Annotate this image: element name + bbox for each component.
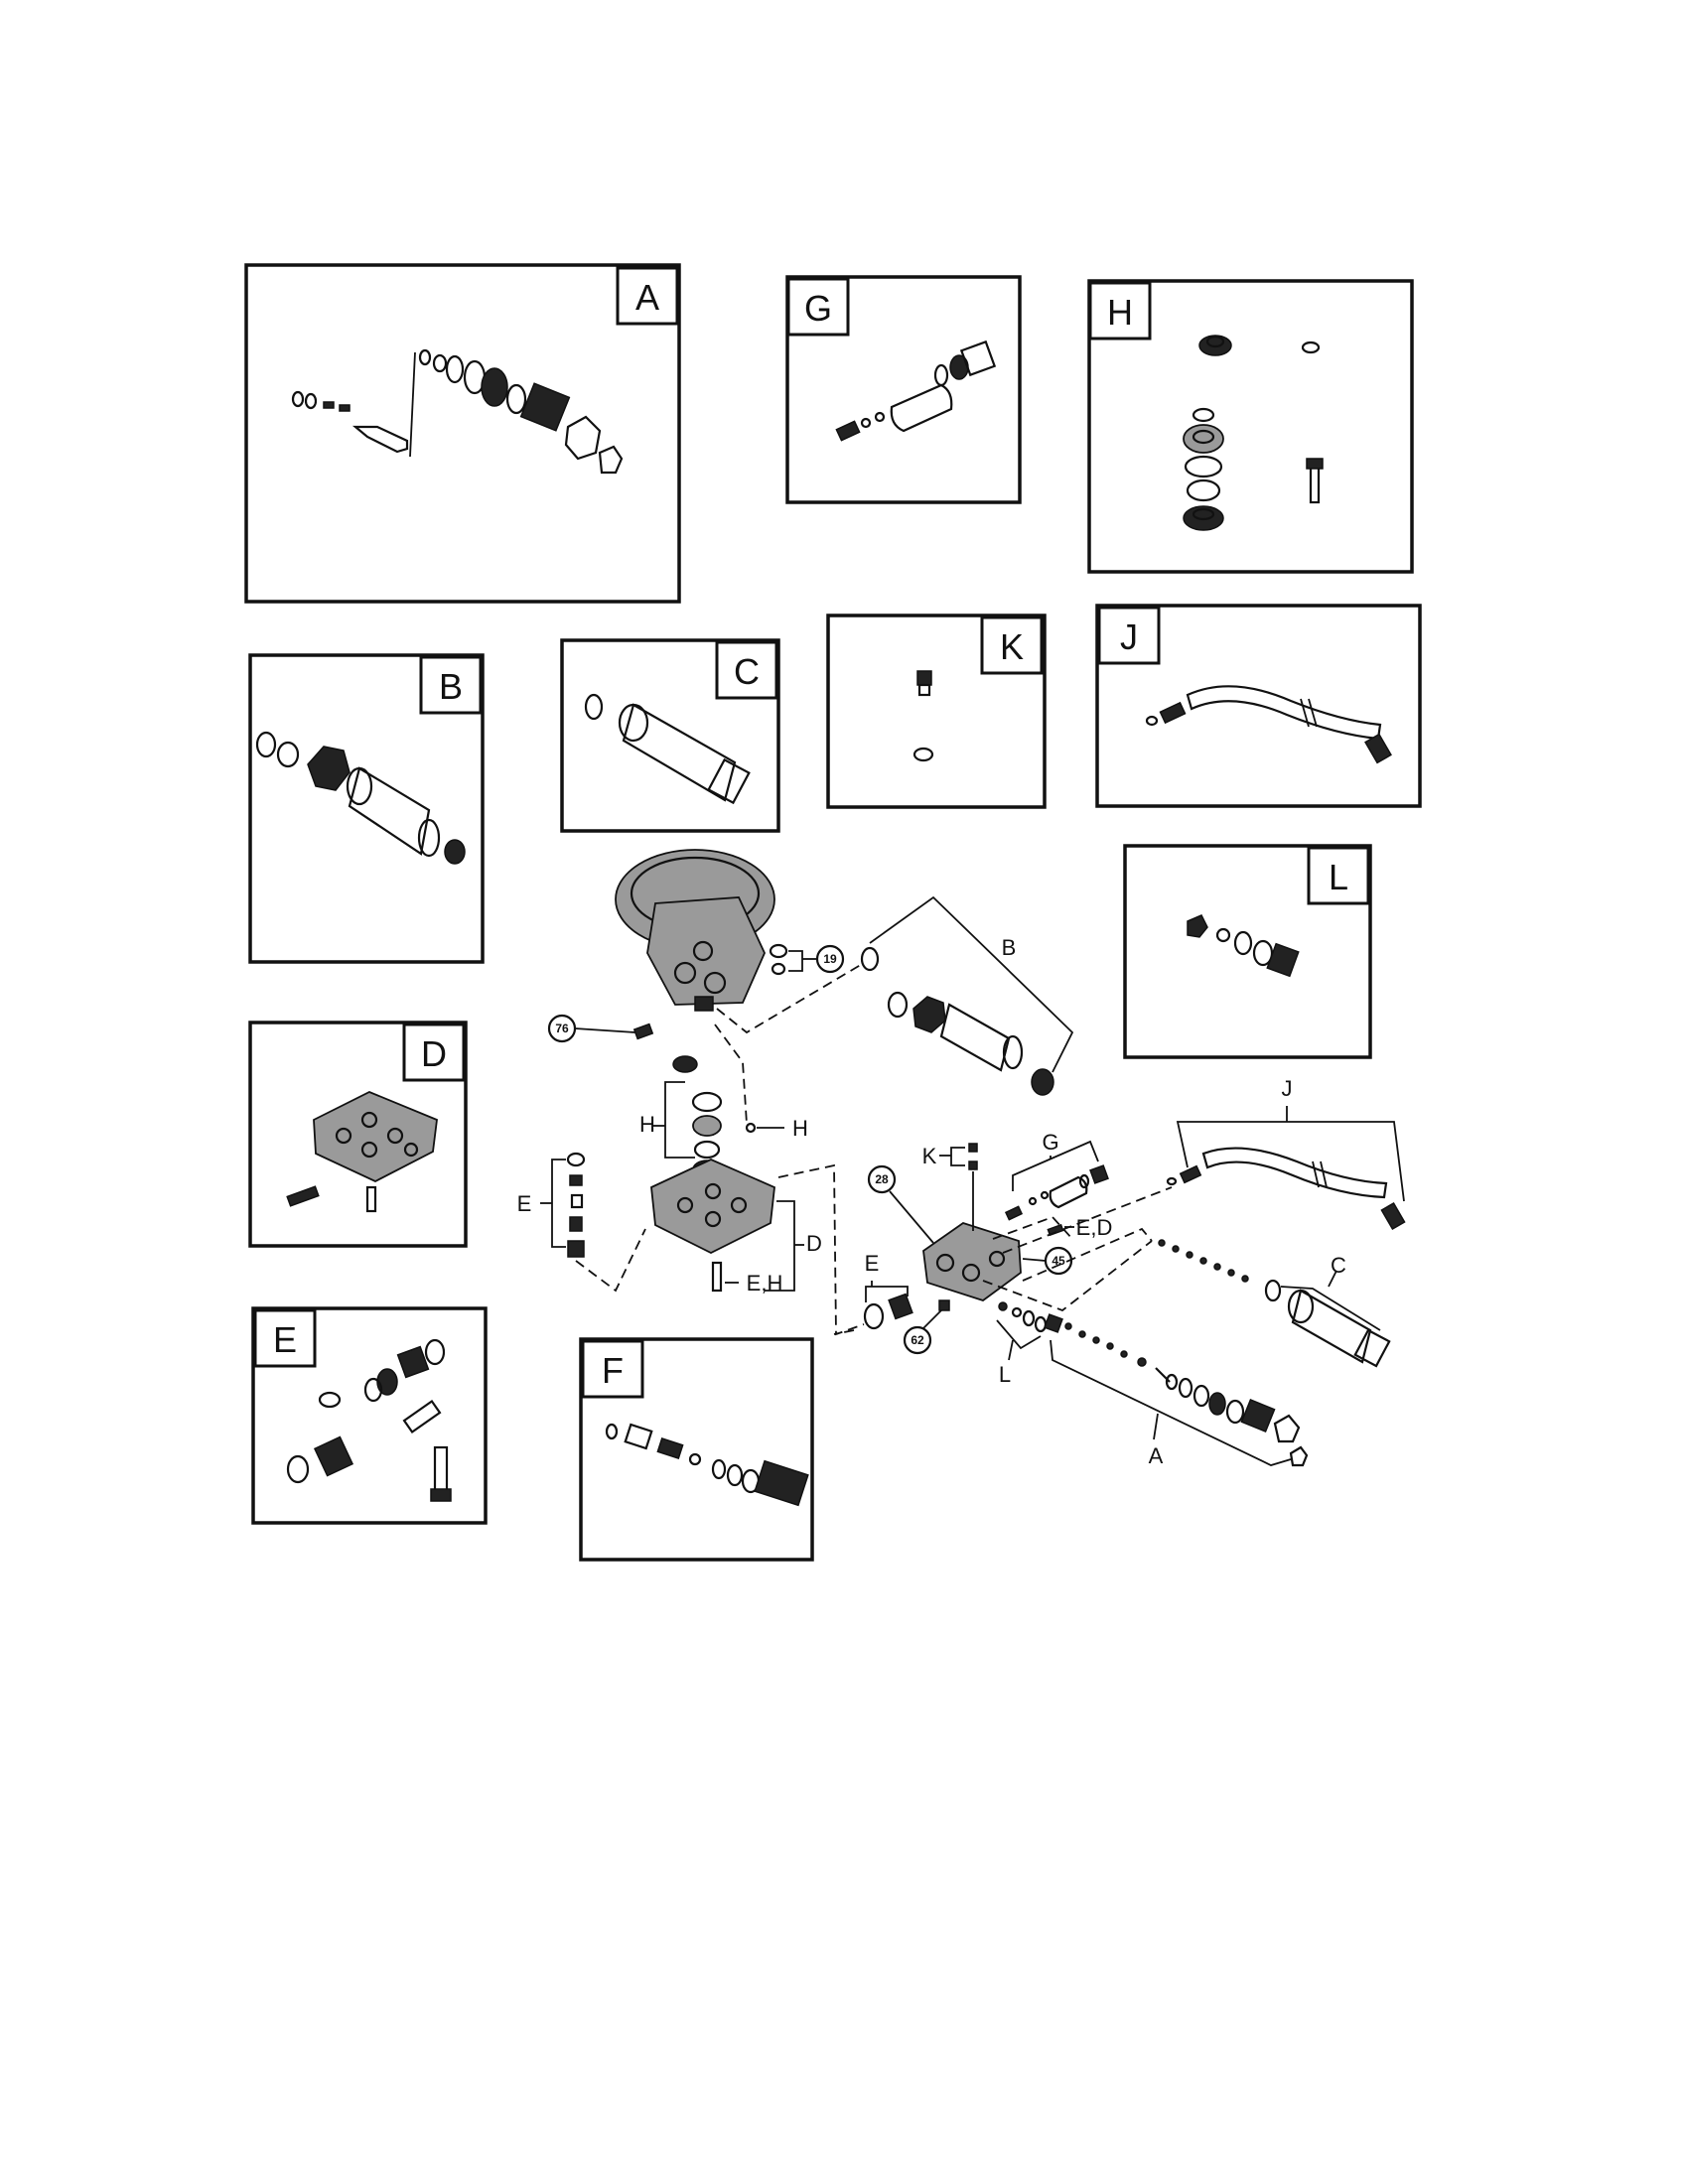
panel-h-tag xyxy=(1088,281,1152,341)
panel-f: F xyxy=(579,1337,814,1562)
panel-c-tag xyxy=(715,640,778,700)
part-19-circle xyxy=(815,944,845,974)
exploded-assembly: 19 76 B H xyxy=(517,849,1406,1468)
panel-f-letter: F xyxy=(602,1350,624,1391)
callout-e-left-group: E xyxy=(517,1152,646,1293)
callout-b-group: B xyxy=(716,895,1074,1096)
callout-c-group: C xyxy=(1022,1227,1391,1368)
panel-g-parts xyxy=(835,340,997,442)
callout-eh: E,H xyxy=(747,1271,783,1296)
panel-b-letter: B xyxy=(439,666,463,707)
part-45-number: 45 xyxy=(1052,1254,1065,1268)
panel-l-tag xyxy=(1307,846,1370,905)
part-62-number: 62 xyxy=(911,1333,924,1347)
panel-j-letter: J xyxy=(1120,616,1138,657)
panel-j-tag xyxy=(1097,606,1161,665)
panel-c-letter: C xyxy=(734,651,760,692)
callout-a: A xyxy=(1149,1443,1164,1468)
callout-g: G xyxy=(1042,1130,1058,1155)
callout-h-left: H xyxy=(639,1112,655,1137)
part-28-circle xyxy=(867,1164,897,1194)
callout-k: K xyxy=(922,1144,937,1168)
panel-l-parts xyxy=(1187,914,1300,978)
callout-j: J xyxy=(1282,1076,1293,1101)
panel-j: J xyxy=(1095,604,1422,808)
panel-e-parts xyxy=(286,1338,452,1502)
panel-a-tag xyxy=(616,266,679,326)
panel-b-parts xyxy=(255,731,466,865)
callout-b: B xyxy=(1002,935,1017,960)
panel-k-parts xyxy=(912,670,934,762)
callout-d: D xyxy=(806,1231,822,1256)
callout-g-group: G xyxy=(992,1130,1109,1240)
panel-a-letter: A xyxy=(635,277,659,318)
panel-c-parts xyxy=(584,693,751,805)
part-19-number: 19 xyxy=(823,952,837,966)
panel-l-letter: L xyxy=(1329,857,1348,897)
panel-b: B xyxy=(248,653,485,964)
callout-e-right-group: E xyxy=(863,1251,913,1330)
callout-h-right: H xyxy=(792,1116,808,1141)
callout-a-group: A xyxy=(982,1240,1309,1468)
panel-g-letter: G xyxy=(804,288,832,329)
panel-k: K xyxy=(826,614,1047,809)
callout-ed-group: E,D xyxy=(1047,1215,1113,1240)
panel-e-tag xyxy=(253,1308,317,1368)
panel-b-tag xyxy=(419,655,483,715)
panel-e-letter: E xyxy=(273,1319,297,1360)
panel-k-letter: K xyxy=(1000,626,1024,667)
panel-c: C xyxy=(560,638,780,833)
panel-d-parts xyxy=(286,1091,438,1213)
panel-a-parts xyxy=(291,348,624,475)
callout-l: L xyxy=(999,1362,1011,1387)
panel-d-letter: D xyxy=(421,1033,447,1074)
part-19: 19 xyxy=(769,943,845,976)
part-76: 76 xyxy=(547,1014,654,1043)
panel-a-border xyxy=(244,263,681,604)
callout-l-group: L xyxy=(996,1301,1063,1387)
panel-j-parts xyxy=(1145,685,1392,764)
callout-h-group: H H xyxy=(639,1024,808,1179)
pump-housing xyxy=(615,849,775,1012)
panel-l: L xyxy=(1123,844,1372,1059)
panel-d-tag xyxy=(402,1023,466,1082)
part-28-number: 28 xyxy=(875,1172,889,1186)
dash-connector xyxy=(833,1329,855,1335)
manifold-d: D E,H xyxy=(650,1159,865,1336)
part-76-number: 76 xyxy=(555,1022,569,1035)
panel-k-tag xyxy=(980,615,1044,675)
panel-g: G xyxy=(785,275,1022,504)
panel-d: D xyxy=(248,1021,468,1248)
panel-h-parts xyxy=(1183,335,1324,531)
callout-e-right: E xyxy=(865,1251,880,1276)
panel-a: A xyxy=(244,263,681,604)
panel-h-letter: H xyxy=(1107,292,1133,333)
part-62-circle xyxy=(903,1325,932,1355)
callout-c: C xyxy=(1331,1253,1346,1278)
callout-j-group: J xyxy=(1002,1076,1406,1254)
panel-h: H xyxy=(1087,279,1414,574)
panel-e: E xyxy=(251,1306,488,1525)
callout-ed: E,D xyxy=(1076,1215,1113,1240)
panel-g-tag xyxy=(786,277,850,337)
callout-k-group: K xyxy=(922,1143,978,1231)
panel-f-parts xyxy=(605,1423,809,1507)
pump-head: 28 45 62 xyxy=(867,1164,1073,1355)
callout-e-left: E xyxy=(517,1191,532,1216)
panel-f-tag xyxy=(581,1339,644,1399)
